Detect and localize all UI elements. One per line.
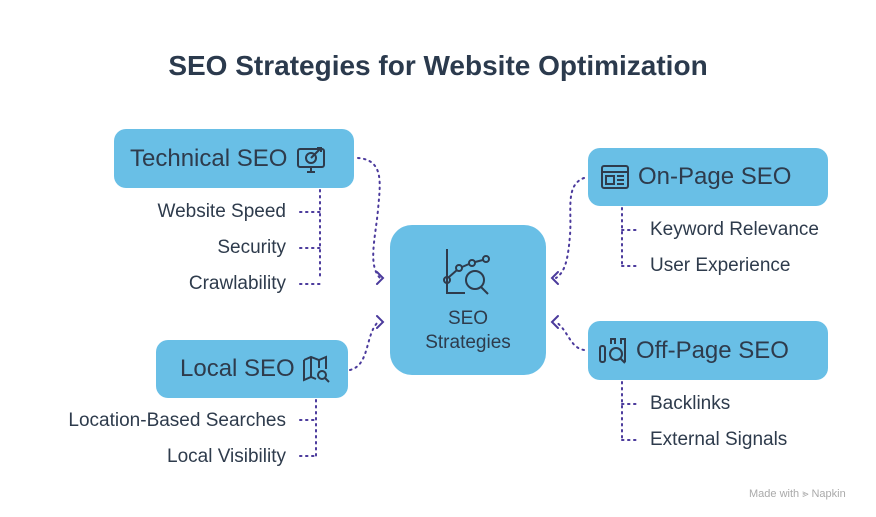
- arrow-heads: [376, 271, 559, 329]
- list-item: Security: [217, 237, 286, 258]
- list-item: Local Visibility: [167, 446, 286, 467]
- off-page-seo-label: Off-Page SEO: [636, 336, 789, 364]
- local-seo-label: Local SEO: [180, 355, 295, 382]
- seo-strategies-center-node: SEO Strategies: [390, 225, 546, 375]
- local-seo-node: Local SEO: [156, 340, 348, 398]
- page-title: SEO Strategies for Website Optimization: [168, 50, 708, 81]
- list-item: Website Speed: [157, 201, 286, 222]
- list-item: Crawlability: [188, 273, 286, 294]
- technical-seo-label: Technical SEO: [130, 144, 288, 172]
- off-page-seo-node: Off-Page SEO: [588, 321, 828, 380]
- list-item: Location-Based Searches: [68, 410, 286, 431]
- on-page-seo-node: On-Page SEO: [588, 148, 828, 206]
- monitor-target-icon: [297, 146, 326, 173]
- on-page-seo-label: On-Page SEO: [638, 163, 792, 190]
- chart-search-icon: [443, 249, 490, 295]
- links-search-icon: [599, 337, 626, 364]
- center-line1: SEO: [447, 308, 489, 329]
- list-item: Keyword Relevance: [650, 219, 819, 240]
- list-item: Backlinks: [650, 393, 731, 414]
- browser-window-icon: [601, 165, 629, 189]
- center-label: SEO Strategies: [390, 307, 546, 355]
- center-line2: Strategies: [425, 332, 511, 353]
- list-item: User Experience: [650, 255, 791, 276]
- map-search-icon: [302, 355, 330, 383]
- napkin-watermark: Made with ⪢ Napkin: [749, 488, 846, 500]
- list-item: External Signals: [650, 429, 788, 450]
- technical-seo-node: Technical SEO: [114, 129, 354, 188]
